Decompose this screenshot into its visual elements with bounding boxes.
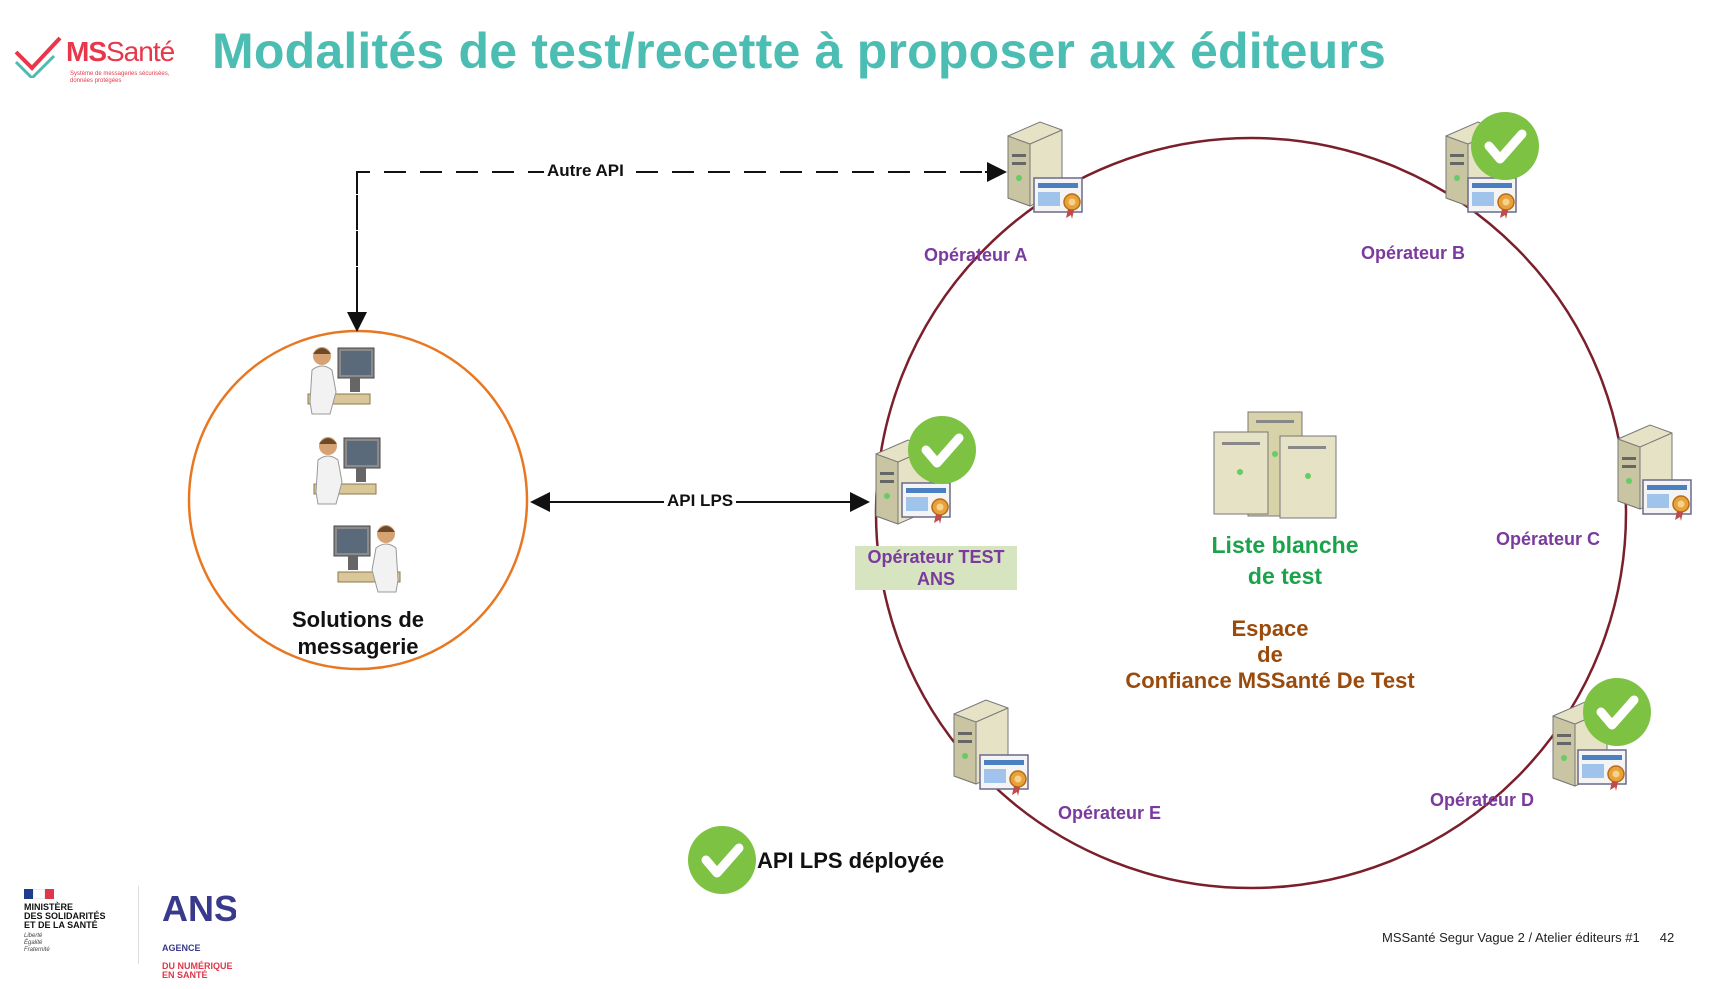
ans-agency-text: AGENCE DU NUMÉRIQUE EN SANTÉ — [162, 943, 233, 980]
developer-icon-1 — [307, 346, 375, 415]
footer-divider — [138, 886, 139, 964]
check-icon-operator-test — [908, 416, 976, 484]
footer-event-name: MSSanté Segur Vague 2 / Atelier éditeurs… — [1382, 930, 1640, 945]
operator-a-server — [1007, 121, 1083, 220]
operator-c-label: Opérateur C — [1496, 529, 1601, 549]
operator-c-server — [1617, 424, 1692, 522]
page-number: 42 — [1659, 930, 1675, 945]
logo-brand: MSSanté — [66, 36, 175, 67]
operator-test-label: Opérateur TEST ANS — [855, 546, 1017, 590]
check-icon-operator-b — [1471, 112, 1539, 180]
logo-tagline: Système de messageries sécurisées, donné… — [70, 71, 170, 84]
ministry-motto: Liberté Égalité Fraternité — [24, 933, 50, 953]
trust-space-label: Espace de Confiance MSSanté De Test — [1125, 616, 1415, 693]
ministry-name: MINISTÈRE DES SOLIDARITÉS ET DE LA SANTÉ — [24, 902, 106, 930]
mssante-check-icon — [14, 36, 62, 78]
footer-event: MSSanté Segur Vague 2 / Atelier éditeurs… — [1382, 930, 1674, 945]
whitelist-label-line1: Liste blanche — [1211, 532, 1359, 558]
solutions-label: Solutions de messagerie — [292, 607, 424, 659]
operator-e-server — [953, 699, 1029, 797]
developer-icon-3 — [333, 524, 401, 593]
autre-api-line — [356, 171, 1000, 325]
whitelist-label: Liste blanche de test — [1170, 530, 1400, 592]
check-icon-operator-d — [1583, 678, 1651, 746]
operator-a-label: Opérateur A — [924, 245, 1028, 265]
diagram-canvas — [187, 0, 1692, 968]
whitelist-label-line2: de test — [1247, 563, 1323, 589]
svg-text:ANS: ANS — [162, 889, 236, 927]
mssante-logo: MSSanté Système de messageries sécurisée… — [14, 34, 184, 90]
developer-icon-2 — [313, 436, 381, 505]
french-flag-icon — [24, 889, 54, 899]
autre-api-label: Autre API — [544, 161, 627, 181]
legend-label: API LPS déployée — [757, 848, 945, 873]
whitelist-server-rack — [1213, 411, 1337, 519]
ans-logo-icon: ANS — [162, 888, 238, 929]
api-lps-label: API LPS — [664, 491, 737, 511]
operator-b-label: Opérateur B — [1361, 243, 1466, 263]
operator-e-label: Opérateur E — [1058, 803, 1162, 823]
check-icon-legend — [688, 826, 756, 894]
ministry-logo: MINISTÈRE DES SOLIDARITÉS ET DE LA SANTÉ… — [24, 889, 134, 954]
operator-d-label: Opérateur D — [1430, 790, 1535, 810]
page-title: Modalités de test/recette à proposer aux… — [212, 23, 1387, 79]
ans-logo: ANS AGENCE DU NUMÉRIQUE EN SANTÉ — [162, 888, 262, 989]
